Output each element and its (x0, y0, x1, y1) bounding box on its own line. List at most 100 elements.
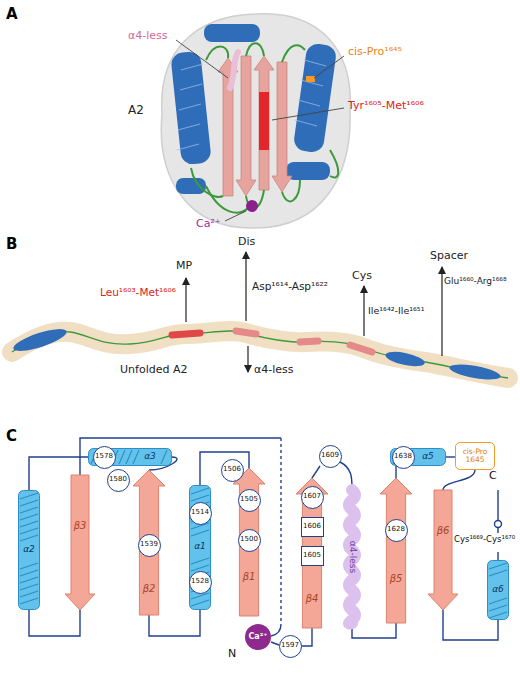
helix-stripe (20, 514, 38, 520)
unfolded-chain (384, 349, 426, 369)
protein-structure (206, 47, 228, 60)
residue-range: Ile¹⁶⁴²-Ile¹⁶⁵¹ (368, 306, 424, 317)
residue-circle: 1506 (221, 459, 244, 482)
strand-arrow: β3 (65, 475, 95, 610)
helix-stripe (489, 563, 507, 569)
node-text: α4-less (347, 540, 357, 572)
chain-trace (271, 624, 281, 636)
pointer-arrow (363, 286, 364, 336)
strand-arrow (428, 490, 458, 610)
helix-stripe (191, 530, 209, 536)
node-text: cis-Pro 1645 (457, 448, 493, 465)
domain-label: A2 (128, 104, 144, 118)
node-text: 1506 (223, 466, 241, 474)
protein-structure (204, 24, 260, 42)
strand-arrow (65, 475, 95, 610)
structure-label: α4-less (128, 30, 168, 43)
leader-line (272, 108, 344, 120)
node-text: 1609 (321, 452, 339, 460)
unfolded-chain (172, 333, 200, 335)
panel-letter: C (6, 428, 17, 445)
protein-structure (286, 162, 330, 180)
chain-trace (280, 438, 281, 624)
helix-stripe (20, 591, 38, 597)
helix-ribbon: α1 1514 1528 (189, 485, 211, 610)
disulfide-label: Cys¹⁶⁶⁹-Cys¹⁶⁷⁰ (454, 535, 515, 545)
site-label: Dis (238, 236, 255, 249)
chain-trace (395, 466, 396, 478)
strand-arrow: β115051500 (233, 468, 265, 616)
protein-structure (304, 60, 326, 66)
helix-stripe (20, 528, 38, 534)
residue-range: Asp¹⁶¹⁴-Asp¹⁶²² (252, 280, 328, 292)
pointer-arrow (441, 267, 442, 356)
protein-structure (177, 144, 199, 150)
unfolded-chain (300, 341, 318, 342)
site-label: Cys (352, 270, 372, 283)
strand-arrow (428, 490, 458, 610)
calcium-ion: Ca²⁺ (245, 624, 271, 650)
node-text: 1514 (191, 509, 209, 517)
helix-stripe (191, 495, 209, 501)
unfolded-chain (11, 325, 508, 383)
leader-line (176, 40, 344, 221)
residue-range: Glu¹⁶⁶⁰-Arg¹⁶⁶⁸ (444, 276, 507, 286)
helix-stripe (20, 493, 38, 499)
node-text: α3 (144, 452, 156, 462)
helix-ribbon (19, 491, 40, 610)
node-text: 1539 (140, 541, 158, 549)
node-text: α1 (194, 542, 206, 552)
structure-label: cis-Pro¹⁶⁴⁵ (348, 46, 402, 59)
protein-structure (259, 92, 269, 150)
unfolded-chain (448, 362, 501, 383)
unfolded-chain (11, 325, 501, 383)
node-text: 1606 (303, 523, 321, 531)
strand-arrow (380, 478, 412, 623)
helix-stripe (20, 500, 38, 506)
protein-structure (236, 56, 256, 196)
proline-box: cis-Pro 1645 (455, 442, 495, 470)
unfolded-chain (12, 331, 508, 378)
site-label: Spacer (430, 250, 468, 263)
protein-structure (272, 62, 292, 192)
protein-structure (295, 120, 317, 126)
node-text: β3 (74, 520, 87, 531)
protein-structure (282, 180, 300, 201)
node-text: 1597 (281, 642, 299, 650)
pointer-arrow (245, 252, 246, 321)
helix-stripe (20, 570, 38, 576)
helix-stripe (191, 488, 209, 494)
strand-arrow: β4 1607 1606 1605 (296, 478, 328, 628)
pointer-arrow (185, 278, 186, 322)
helix-stripe (126, 450, 132, 464)
strand-arrow (65, 475, 95, 610)
node-text: β6 (437, 525, 450, 536)
node-text: 1528 (191, 578, 209, 586)
helix-stripe (20, 577, 38, 583)
protein-structure (293, 42, 338, 153)
node-text: α6 (492, 585, 504, 595)
residue-circle: 1539 (138, 534, 161, 557)
strand-arrow: β21539 (133, 470, 165, 615)
helix-stripe (161, 450, 167, 464)
protein-structure (254, 56, 274, 190)
protein-structure (179, 104, 201, 110)
node-text: 1628 (387, 526, 405, 534)
chain-trace (29, 438, 502, 646)
node-text: 1500 (240, 536, 258, 544)
structure-label: α4-less (254, 364, 294, 377)
ion-label: Ca²⁺ (196, 218, 221, 231)
node-text: β4 (306, 593, 319, 604)
node-text: 1607 (303, 493, 321, 501)
node-text: 1638 (394, 453, 412, 461)
helix-ribbon (488, 561, 509, 620)
protein-structure (246, 43, 264, 56)
residue-circle: 1514 (189, 502, 212, 525)
protein-structure (330, 150, 338, 178)
protein-structure (161, 14, 350, 228)
chain-trace (29, 610, 80, 636)
helix-stripe (20, 507, 38, 513)
node-text: 1605 (303, 552, 321, 560)
chain-trace (301, 628, 312, 646)
node-text: α5 (422, 452, 434, 462)
